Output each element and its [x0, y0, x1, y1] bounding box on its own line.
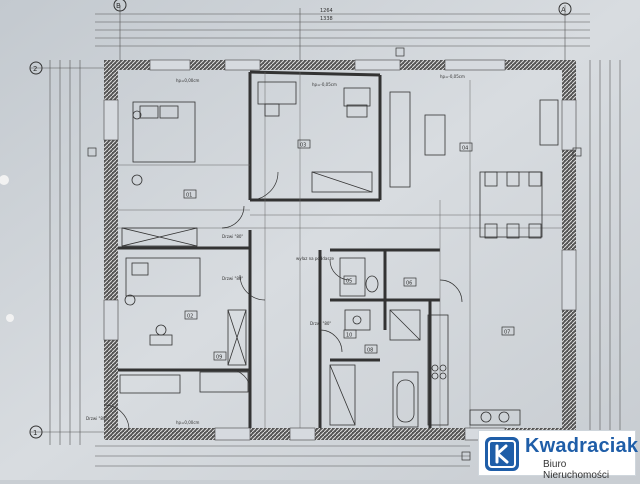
axis-marker-left-2 — [29, 61, 43, 75]
room-tags: 01 02 03 04 05 06 07 08 09 10 — [183, 139, 515, 361]
axis-label: 1 — [33, 429, 37, 437]
doors — [103, 171, 463, 431]
level-note: hp=0,00cm — [176, 78, 200, 83]
dimension-lines-top — [95, 5, 590, 62]
door-note: Drzwi "80" — [222, 276, 243, 281]
brand-tagline: Biuro Nieruchomości — [543, 459, 610, 481]
room-number: 04 — [462, 146, 468, 152]
dimension-lines-bottom — [95, 445, 470, 467]
brand-logo-box: Kwadraciak Biuro Nieruchomości — [478, 430, 639, 481]
room-number: 08 — [367, 348, 373, 354]
kitchen-fixtures — [119, 314, 521, 426]
axis-marker-top-b — [113, 0, 127, 12]
room-number: 05 — [346, 279, 352, 285]
axis-label: 2 — [33, 65, 37, 73]
binder-hole — [0, 175, 9, 185]
living-room-furniture — [389, 91, 559, 239]
attic-hatch-note: wyłaz na poddasze — [296, 256, 335, 261]
axis-label: B — [116, 2, 121, 10]
level-note: hp=-0,05cm — [312, 82, 337, 87]
room-number: 03 — [300, 143, 306, 149]
windows — [103, 59, 577, 441]
room-number: 02 — [187, 314, 193, 320]
binder-hole — [6, 314, 14, 322]
axis-marker-top-a — [558, 2, 572, 16]
door-note: Drzwi "80" — [310, 321, 331, 326]
dimension-text: 1338 — [320, 16, 333, 22]
level-note: hp=-0,05cm — [440, 74, 465, 79]
k-logo-icon — [485, 437, 519, 471]
dimension-text: 1264 — [320, 8, 333, 14]
bedroom-1-furniture — [121, 101, 198, 247]
door-note: Drzwi "80" — [86, 416, 107, 421]
axis-marker-left-1 — [29, 425, 43, 439]
office-furniture — [257, 81, 373, 193]
brand-name: Kwadraciak — [525, 435, 639, 457]
room-number: 10 — [346, 333, 352, 339]
room-number: 06 — [406, 281, 412, 287]
room-number: 01 — [186, 193, 192, 199]
bedroom-2-furniture — [124, 257, 247, 366]
room-number: 07 — [504, 330, 510, 336]
section-markers — [87, 47, 582, 461]
room-number: 09 — [216, 355, 222, 361]
axis-label: A — [561, 6, 566, 14]
interior-walls — [118, 70, 440, 428]
dimension-lines-right — [589, 60, 621, 430]
level-note: hp=0,00cm — [176, 420, 200, 425]
door-note: Drzwi "80" — [222, 234, 243, 239]
dimension-lines-left — [30, 60, 110, 445]
bathroom-fixtures — [329, 257, 421, 428]
